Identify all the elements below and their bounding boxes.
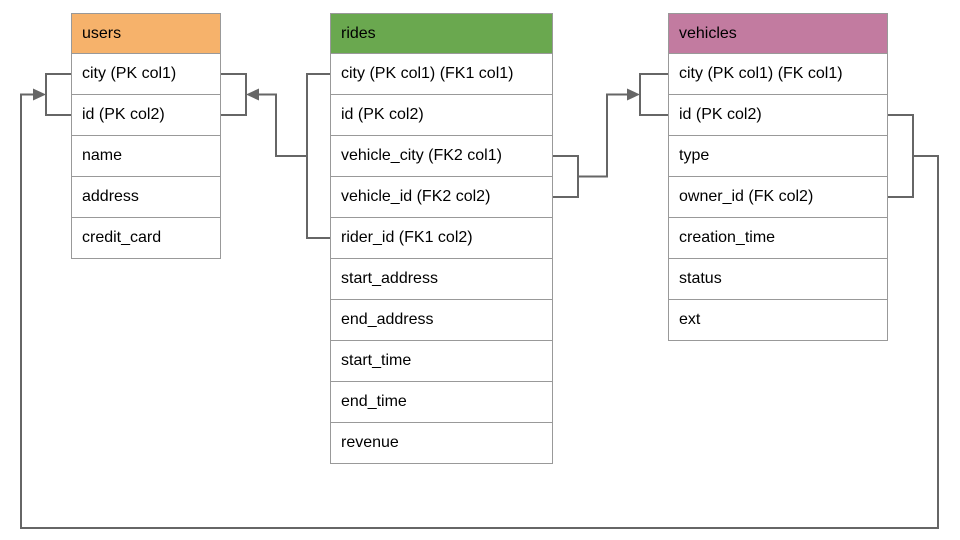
fk-target-bracket — [221, 73, 247, 116]
column-row-rider_id: rider_id (FK1 col2) — [330, 217, 553, 259]
connector-vehicles-to-users — [20, 73, 939, 529]
column-row-city: city (PK col1) (FK1 col1) — [330, 53, 553, 95]
column-row-end_address: end_address — [330, 299, 553, 341]
column-label: city (PK col1) — [82, 65, 177, 82]
column-row-city: city (PK col1) (FK col1) — [668, 53, 888, 95]
column-label: id (PK col2) — [341, 106, 424, 123]
column-row-credit_card: credit_card — [71, 217, 221, 259]
column-row-start_time: start_time — [330, 340, 553, 382]
column-label: city (PK col1) (FK1 col1) — [341, 65, 514, 82]
column-label: owner_id (FK col2) — [679, 188, 814, 205]
column-row-name: name — [71, 135, 221, 177]
column-row-start_address: start_address — [330, 258, 553, 300]
column-row-end_time: end_time — [330, 381, 553, 423]
fk-target-bracket — [639, 73, 668, 116]
fk-path — [259, 93, 307, 157]
column-row-vehicle_city: vehicle_city (FK2 col1) — [330, 135, 553, 177]
column-label: revenue — [341, 434, 399, 451]
column-row-id: id (PK col2) — [71, 94, 221, 136]
connector-rides-to-users — [221, 73, 330, 239]
column-row-ext: ext — [668, 299, 888, 341]
table-title: rides — [341, 24, 376, 42]
column-row-owner_id: owner_id (FK col2) — [668, 176, 888, 218]
column-label: ext — [679, 311, 701, 328]
column-label: creation_time — [679, 229, 776, 246]
fk-path — [578, 93, 627, 178]
column-row-status: status — [668, 258, 888, 300]
column-label: start_address — [341, 270, 438, 287]
fk-source-bracket — [553, 155, 579, 198]
column-row-vehicle_id: vehicle_id (FK2 col2) — [330, 176, 553, 218]
table-rides[interactable]: rides city (PK col1) (FK1 col1) id (PK co… — [330, 13, 553, 464]
column-label: vehicle_city (FK2 col1) — [341, 147, 502, 164]
column-row-city: city (PK col1) — [71, 53, 221, 95]
arrowhead-left-icon — [246, 88, 259, 101]
table-rides-columns: city (PK col1) (FK1 col1) id (PK col2) veh… — [330, 53, 553, 464]
column-label: status — [679, 270, 722, 287]
column-label: city (PK col1) (FK col1) — [679, 65, 843, 82]
column-label: id (PK col2) — [679, 106, 762, 123]
fk-path — [20, 93, 939, 529]
arrowhead-right-icon — [627, 88, 640, 101]
column-label: rider_id (FK1 col2) — [341, 229, 473, 246]
column-label: end_address — [341, 311, 434, 328]
column-row-id: id (PK col2) — [330, 94, 553, 136]
column-label: id (PK col2) — [82, 106, 165, 123]
column-label: start_time — [341, 352, 412, 369]
table-title: users — [82, 24, 122, 42]
arrowhead-right-icon — [33, 88, 46, 101]
fk-target-bracket — [45, 73, 71, 116]
column-label: end_time — [341, 393, 407, 410]
column-row-creation_time: creation_time — [668, 217, 888, 259]
column-label: address — [82, 188, 139, 205]
column-label: name — [82, 147, 123, 164]
connector-rides-to-vehicles — [553, 73, 668, 198]
column-row-revenue: revenue — [330, 422, 553, 464]
table-users-header: users — [71, 13, 221, 54]
column-label: vehicle_id (FK2 col2) — [341, 188, 491, 205]
column-label: credit_card — [82, 229, 162, 246]
table-users[interactable]: users city (PK col1) id (PK col2) name addr… — [71, 13, 221, 259]
column-row-address: address — [71, 176, 221, 218]
column-label: type — [679, 147, 710, 164]
column-row-type: type — [668, 135, 888, 177]
fk-source-bracket — [888, 114, 914, 198]
table-users-columns: city (PK col1) id (PK col2) name address cre… — [71, 53, 221, 259]
table-vehicles[interactable]: vehicles city (PK col1) (FK col1) id (PK … — [668, 13, 888, 341]
table-rides-header: rides — [330, 13, 553, 54]
column-row-id: id (PK col2) — [668, 94, 888, 136]
table-title: vehicles — [679, 24, 737, 42]
fk-source-bracket — [306, 73, 330, 239]
table-vehicles-columns: city (PK col1) (FK col1) id (PK col2) type… — [668, 53, 888, 341]
table-vehicles-header: vehicles — [668, 13, 888, 54]
